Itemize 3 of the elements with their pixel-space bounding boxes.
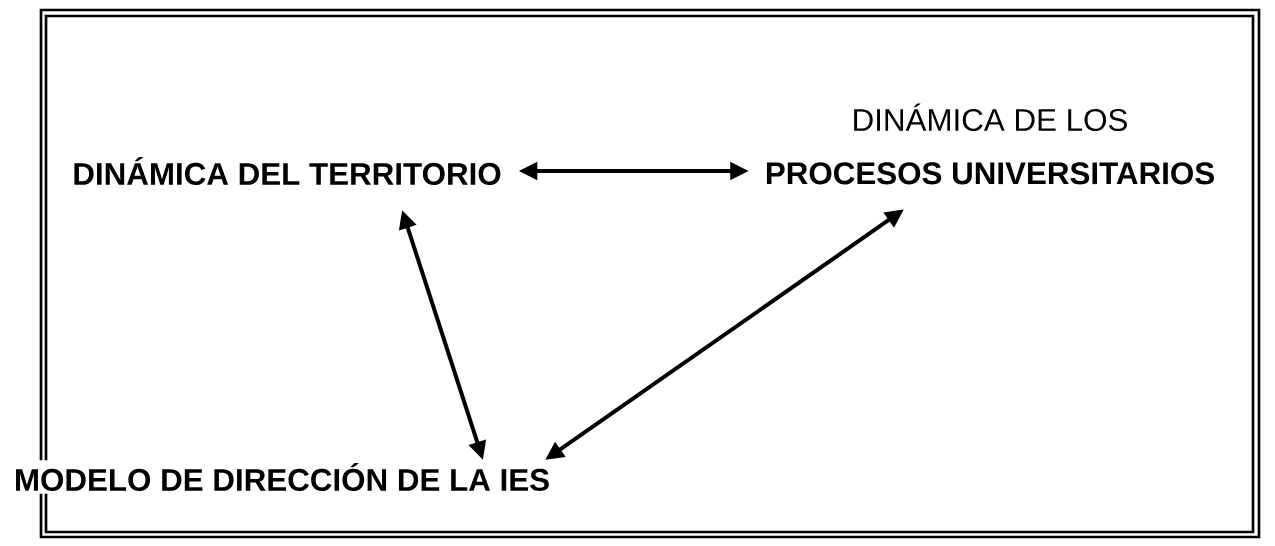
label-text: MODELO DE DIRECCIÓN DE LA IES bbox=[11, 460, 553, 494]
heading-text: DINÁMICA DE LOS PROCESOS UNIVERSITARIOS bbox=[762, 100, 1218, 188]
label-text: DINÁMICA DEL TERRITORIO bbox=[69, 154, 505, 188]
